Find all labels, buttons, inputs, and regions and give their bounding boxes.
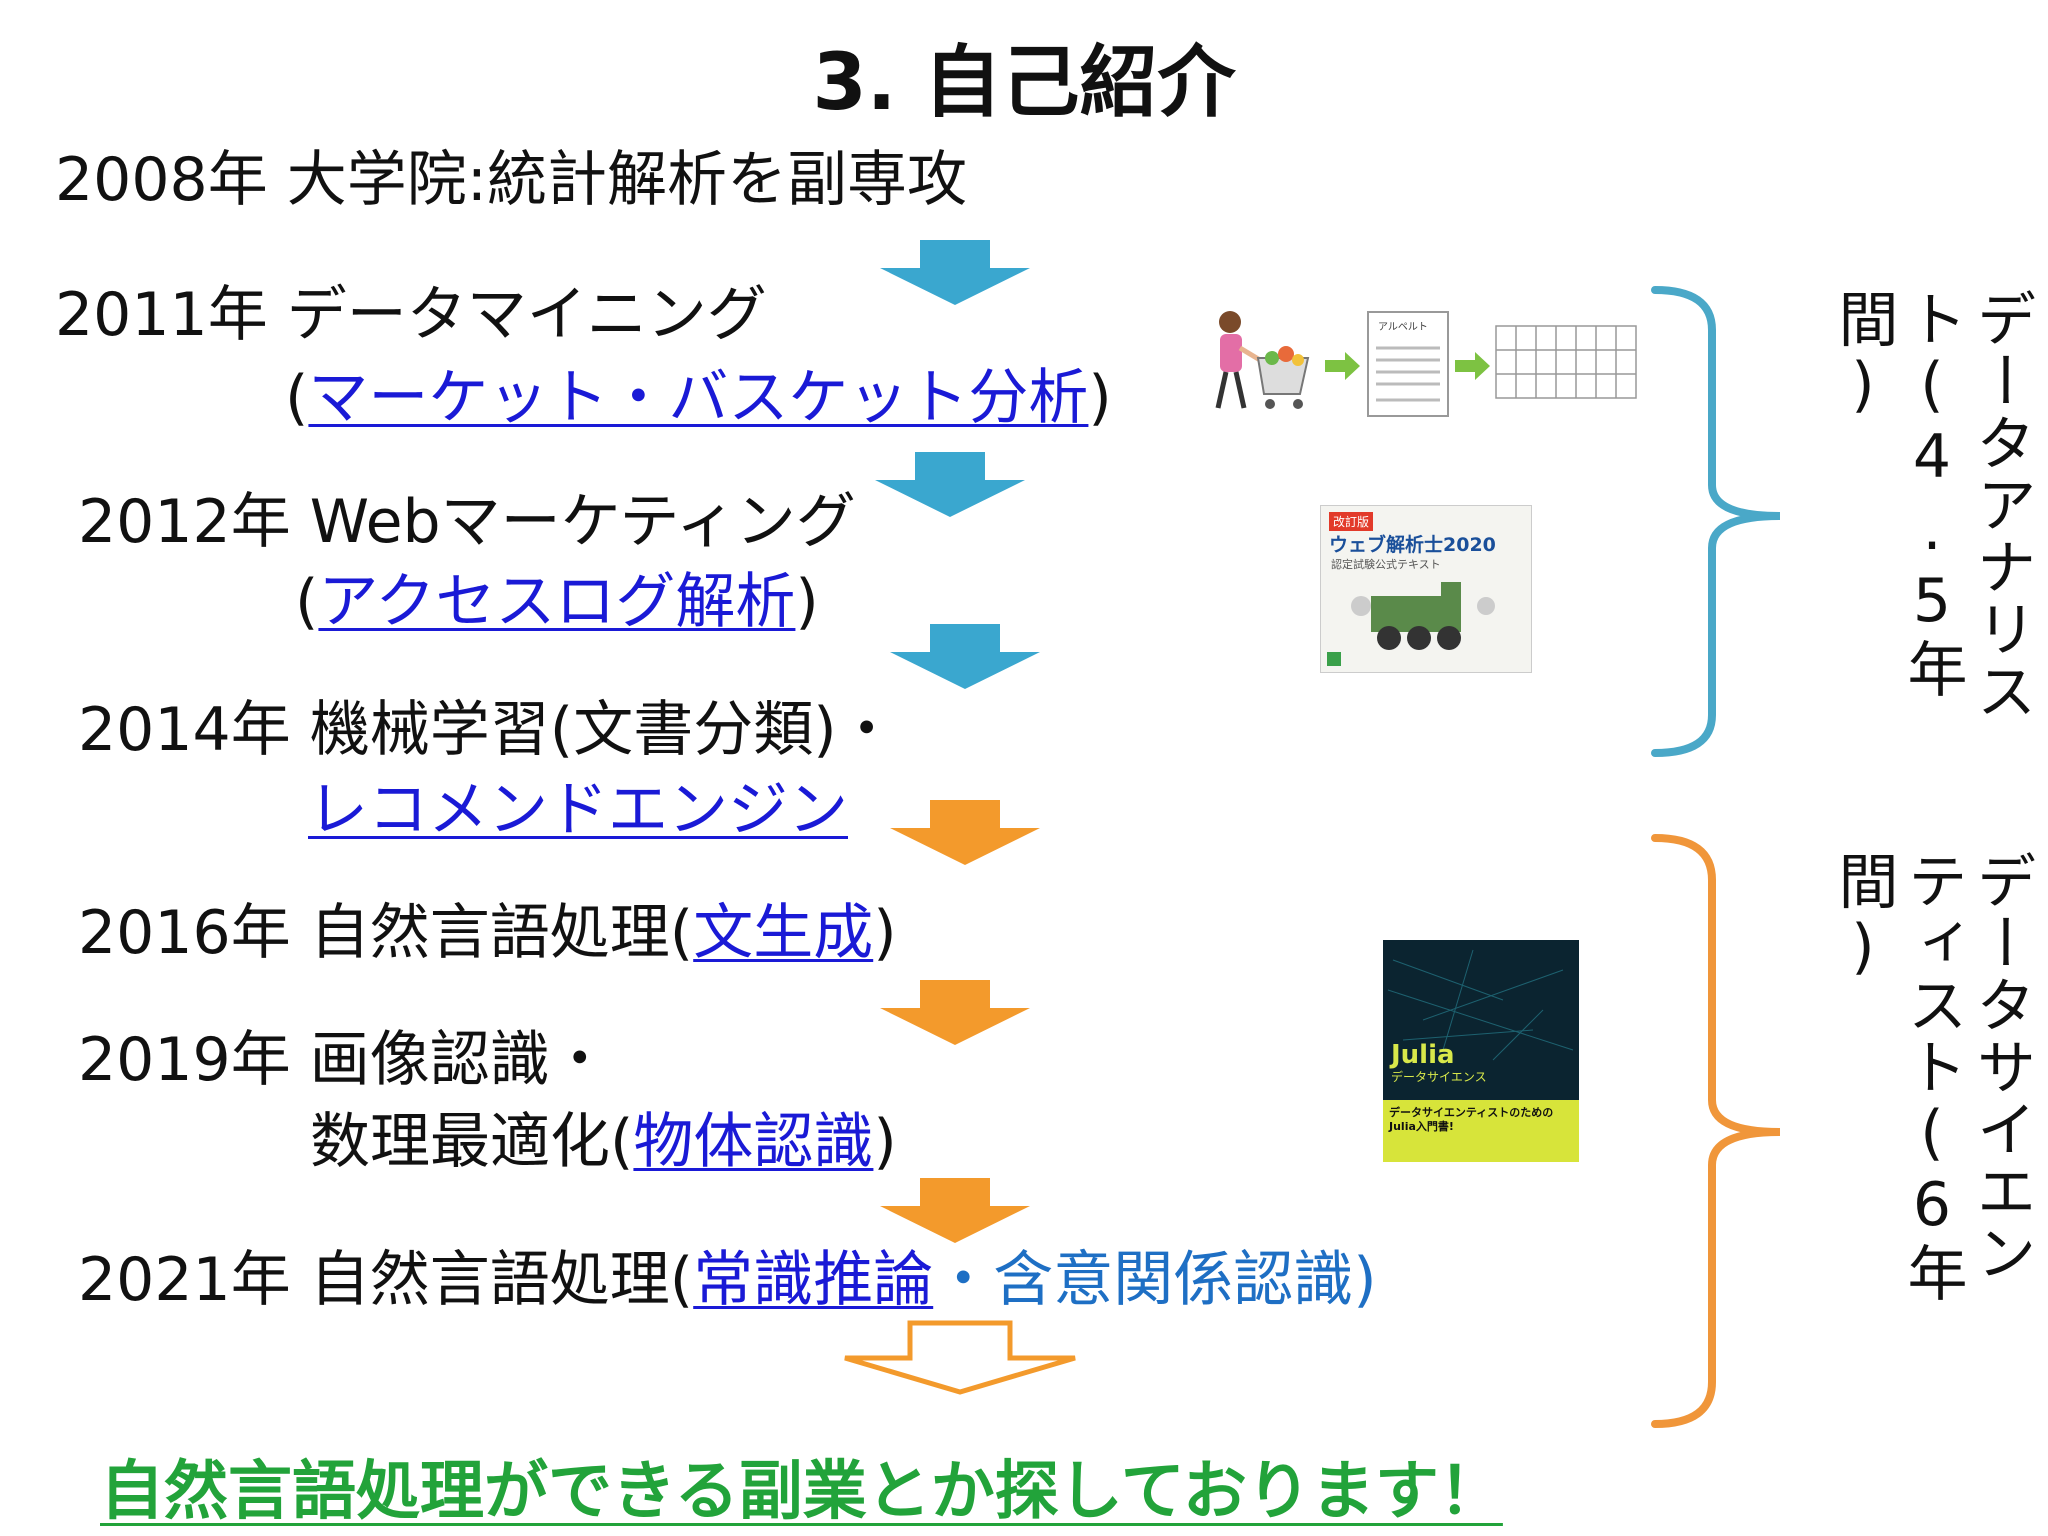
orange-arrow-1 (890, 800, 1040, 865)
year-label: 2012年 (78, 487, 291, 557)
timeline-2014-detail: レコメンドエンジン (308, 780, 848, 840)
side-job-call-to-action[interactable]: 自然言語処理ができる副業とか探しております！ (100, 1455, 1503, 1529)
year-label: 2016年 (78, 898, 291, 968)
paren-open: ( (285, 363, 309, 433)
timeline-2019-detail: 数理最適化(物体認識) (310, 1112, 897, 1172)
page-title: 3. 自己紹介 (812, 38, 1236, 128)
shopper-icon (1215, 311, 1310, 409)
paren-close: ) (873, 1107, 897, 1177)
book-title: ウェブ解析士2020 (1329, 534, 1496, 556)
separator: ・ (933, 1245, 994, 1315)
blue-arrow-3 (890, 624, 1040, 689)
entailment-recognition-text[interactable]: 含意関係認識 (993, 1245, 1354, 1315)
blue-bracket (1651, 286, 1781, 757)
scientist-label: データサイエンティスト(6年間) (1828, 850, 2036, 1304)
timeline-text: 自然言語処理( (309, 1245, 694, 1315)
timeline-2021: 2021年 自然言語処理(常識推論・含意関係認識) (78, 1250, 1377, 1310)
paren-open: ( (295, 567, 319, 637)
timeline-2016: 2016年 自然言語処理(文生成) (78, 903, 897, 963)
timeline-2014: 2014年 機械学習(文書分類)・ (78, 700, 897, 760)
paren-close: ) (873, 898, 897, 968)
book-title: Julia (1391, 1040, 1455, 1070)
recommend-engine-link[interactable]: レコメンドエンジン (308, 775, 848, 845)
timeline-2011-detail: (マーケット・バスケット分析) (285, 368, 1112, 428)
timeline-text: データマイニング (286, 280, 767, 350)
timeline-2012: 2012年 Webマーケティング (78, 492, 856, 552)
year-label: 2008年 (55, 145, 268, 215)
green-arrow-icon (1455, 352, 1490, 380)
timeline-2019: 2019年 画像認識・ (78, 1030, 610, 1090)
julia-book-image: Julia データサイエンス データサイエンティストのための Julia入門書! (1383, 940, 1579, 1162)
network-pattern-icon (1387, 949, 1574, 1061)
receipt-title: アルペルト (1378, 322, 1428, 333)
orange-bracket (1651, 834, 1781, 1428)
blue-arrow-1 (880, 240, 1030, 305)
market-basket-link[interactable]: マーケット・バスケット分析 (308, 363, 1089, 433)
analyst-label: データアナリスト(4.5年間) (1828, 288, 2036, 722)
orange-arrow-3 (880, 1178, 1030, 1243)
train-illustration-icon (1351, 582, 1495, 650)
paren-close: ) (1353, 1245, 1377, 1315)
orange-arrow-2 (880, 980, 1030, 1045)
timeline-text: 自然言語処理( (309, 898, 694, 968)
book-edition-badge: 改訂版 (1329, 512, 1374, 531)
timeline-text: 大学院:統計解析を副専攻 (286, 145, 967, 215)
paren-close: ) (795, 567, 819, 637)
commonsense-reasoning-link[interactable]: 常識推論 (693, 1245, 934, 1315)
timeline-text: 機械学習(文書分類)・ (309, 695, 897, 765)
access-log-link[interactable]: アクセスログ解析 (318, 567, 796, 637)
receipt-icon: アルペルト (1367, 311, 1449, 417)
timeline-2011: 2011年 データマイニング (55, 285, 767, 345)
paren-close: ) (1088, 363, 1112, 433)
year-label: 2019年 (78, 1025, 291, 1095)
year-label: 2011年 (55, 280, 268, 350)
book-subtitle: 認定試験公式テキスト (1331, 558, 1441, 571)
book-band-text: データサイエンティストのための Julia入門書! (1389, 1106, 1554, 1134)
web-analytics-book-image: 改訂版 ウェブ解析士2020 認定試験公式テキスト (1320, 505, 1532, 673)
outline-arrow (844, 1320, 1076, 1395)
book-subtitle: データサイエンス (1391, 1070, 1487, 1084)
table-icon (1495, 325, 1637, 399)
timeline-text: Webマーケティング (309, 487, 856, 557)
timeline-text: 数理最適化( (310, 1107, 634, 1177)
market-basket-illustration: アルペルト (1215, 311, 1637, 417)
object-recognition-link[interactable]: 物体認識 (633, 1107, 874, 1177)
year-label: 2021年 (78, 1245, 291, 1315)
text-generation-link[interactable]: 文生成 (693, 898, 874, 968)
timeline-2012-detail: (アクセスログ解析) (295, 572, 819, 632)
green-arrow-icon (1325, 352, 1360, 380)
timeline-text: 画像認識・ (309, 1025, 610, 1095)
year-label: 2014年 (78, 695, 291, 765)
check-logo-icon (1327, 652, 1341, 666)
timeline-2008: 2008年 大学院:統計解析を副専攻 (55, 150, 967, 210)
book-band: データサイエンティストのための Julia入門書! (1383, 1100, 1579, 1162)
blue-arrow-2 (875, 452, 1025, 517)
